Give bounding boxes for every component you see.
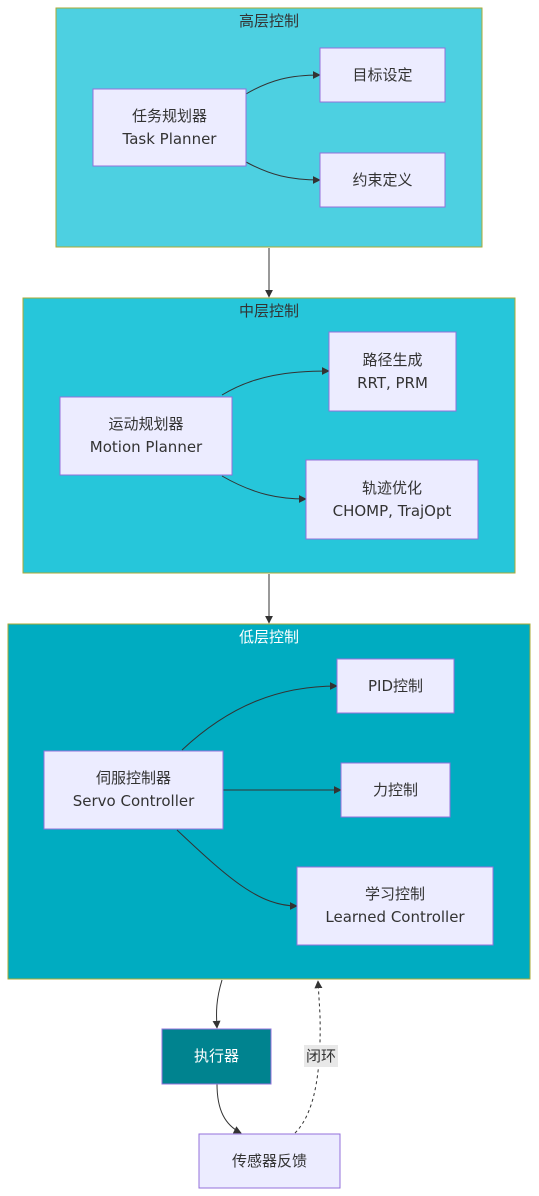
cluster-title-mid: 中层控制 [238, 302, 299, 320]
node-traj-opt-en: CHOMP, TrajOpt [332, 501, 452, 520]
node-force: 力控制 [341, 763, 450, 817]
edge-low-actuator [212, 979, 223, 1029]
edge-task-constraint [245, 161, 321, 184]
node-pid: PID控制 [337, 659, 454, 713]
node-goal-setting-box [319, 47, 446, 103]
node-sensor-label: 传感器反馈 [231, 1151, 307, 1170]
node-force-label: 力控制 [372, 780, 418, 799]
node-constraint-label: 约束定义 [352, 170, 413, 189]
edge-servo-learned [176, 829, 298, 910]
node-path-gen-en: RRT, PRM [357, 373, 428, 392]
node-learned-zh: 学习控制 [364, 885, 425, 903]
node-motion-planner-en: Motion Planner [89, 438, 203, 456]
node-actuator-box [161, 1028, 272, 1085]
node-traj-opt-box [305, 459, 479, 540]
node-actuator: 执行器 [162, 1029, 271, 1084]
edge-motion-traj [221, 475, 307, 503]
edge-label-closed-loop: 闭环 [304, 1045, 339, 1067]
node-pid-label: PID控制 [367, 676, 424, 695]
node-servo: 伺服控制器 Servo Controller [44, 751, 223, 829]
node-learned-en: Learned Controller [325, 908, 465, 926]
node-constraint: 约束定义 [320, 153, 445, 207]
node-sensor: 传感器反馈 [199, 1134, 340, 1188]
node-path-gen-zh: 路径生成 [362, 350, 423, 369]
node-traj-opt: 轨迹优化 CHOMP, TrajOpt [306, 460, 478, 539]
cluster-title-low: 低层控制 [238, 628, 299, 646]
node-task-planner-zh: 任务规划器 [131, 106, 207, 125]
node-task-planner-box [92, 88, 247, 167]
node-motion-planner-zh: 运动规划器 [108, 415, 184, 433]
node-actuator-label: 执行器 [193, 1047, 239, 1065]
edge-sensor-low-closed-loop [294, 980, 323, 1134]
node-motion-planner: 运动规划器 Motion Planner [60, 397, 232, 475]
node-constraint-box [319, 152, 446, 208]
node-path-gen-box [328, 331, 457, 412]
node-task-planner-en: Task Planner [122, 129, 217, 148]
node-motion-planner-box [59, 396, 233, 476]
edge-servo-pid [181, 682, 338, 751]
edge-actuator-sensor [216, 1083, 242, 1134]
node-learned: 学习控制 Learned Controller [297, 867, 493, 945]
node-goal-setting: 目标设定 [320, 48, 445, 102]
node-task-planner: 任务规划器 Task Planner [93, 89, 246, 166]
node-servo-zh: 伺服控制器 [95, 769, 171, 787]
node-servo-en: Servo Controller [72, 792, 195, 810]
node-servo-box [43, 750, 224, 830]
node-path-gen: 路径生成 RRT, PRM [329, 332, 456, 411]
edge-task-goal [245, 71, 321, 95]
node-pid-box [336, 658, 455, 714]
node-learned-box [296, 866, 494, 946]
node-force-box [340, 762, 451, 818]
node-sensor-box [198, 1133, 341, 1189]
cluster-title-high: 高层控制 [238, 12, 299, 30]
node-traj-opt-zh: 轨迹优化 [361, 478, 422, 497]
edge-motion-path [221, 367, 330, 396]
node-goal-setting-label: 目标设定 [352, 65, 413, 84]
